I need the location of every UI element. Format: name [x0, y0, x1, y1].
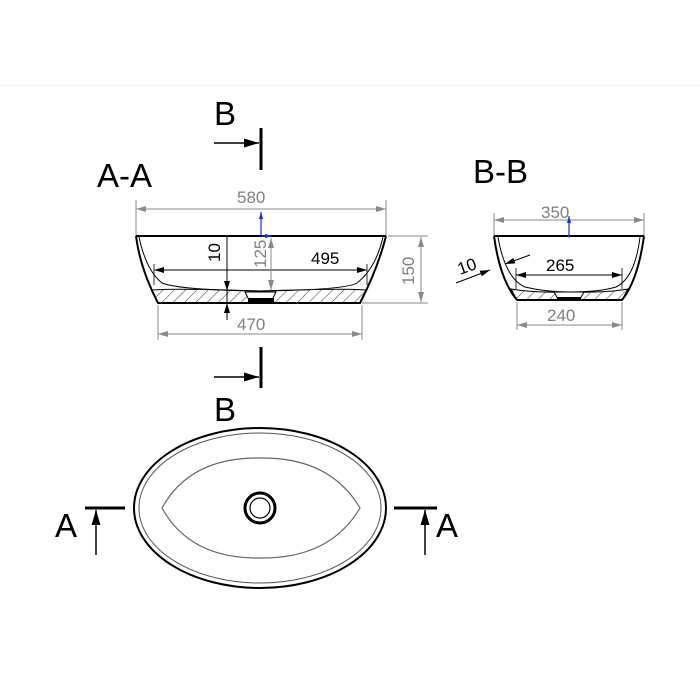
marker-label: B	[214, 391, 236, 428]
section-marker-b-top: B	[214, 95, 263, 170]
dim-base-width: 470	[237, 315, 265, 334]
section-title: B-B	[473, 153, 528, 190]
drain-icon	[243, 491, 277, 525]
dim-wall-thickness: 10	[205, 243, 224, 262]
header-divider	[0, 85, 700, 86]
basin-bowl-outline	[161, 457, 361, 559]
dim-inner-width: 495	[311, 249, 339, 268]
dim-overall-width: 350	[541, 203, 569, 222]
marker-label: B	[214, 95, 236, 132]
plan-view	[133, 427, 387, 589]
basin-outer-rim	[133, 427, 387, 589]
section-marker-b-bottom: B	[214, 347, 263, 428]
section-title: A-A	[97, 157, 152, 194]
section-marker-a-left: A	[55, 506, 125, 555]
marker-label: A	[55, 507, 77, 544]
dim-overall-width: 580	[237, 188, 265, 207]
dim-inner-width: 265	[546, 256, 574, 275]
dim-base-width: 240	[547, 306, 575, 325]
marker-label: A	[436, 507, 458, 544]
section-marker-a-right: A	[394, 506, 458, 555]
dim-depth: 125	[251, 240, 270, 268]
section-bb: B-B 350 265 10 240	[455, 153, 645, 330]
basin-inner-rim	[138, 432, 382, 584]
dim-height: 150	[399, 257, 418, 285]
section-aa: A-A 580 495 10 125 150	[97, 157, 428, 340]
